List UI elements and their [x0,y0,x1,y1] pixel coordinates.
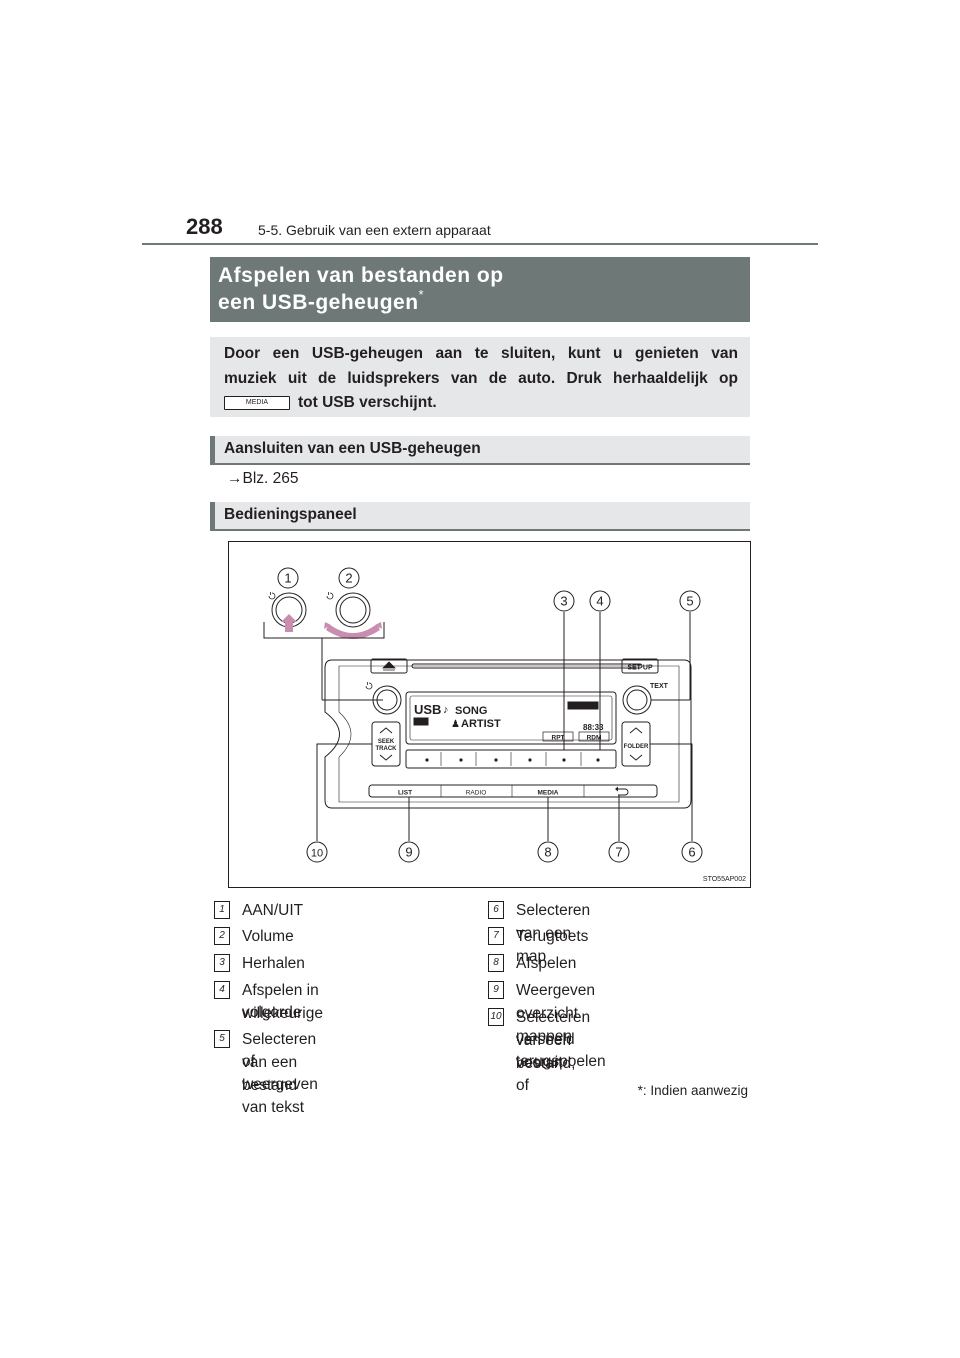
callout-7-text: 7 [615,845,622,860]
display-track-info: 88:33 [583,723,604,732]
legend-number: 6 [488,901,504,919]
page-number: 288 [186,214,223,239]
title-line-1: Afspelen van bestanden op [218,264,504,287]
legend-text: AAN/UIT [242,902,304,919]
legend-number: 10 [488,1008,504,1026]
radio-button-label: RADIO [466,790,487,797]
callout-10-text: 10 [311,848,323,860]
legend-number: 2 [214,927,230,945]
legend-text: Selecteren van een map [516,902,591,965]
callout-9: 9 [398,841,420,863]
callout-8-text: 8 [544,845,551,860]
page-reference: →Blz. 265 [227,470,299,487]
callout-1-text: 1 [284,571,291,586]
callout-2-text: 2 [345,571,352,586]
subheading-bar [210,502,215,529]
svg-text:♟: ♟ [451,719,460,730]
title-line-2: een USB-geheugen* [218,287,424,315]
callout-3: 3 [553,590,575,612]
legend-text: terugspoelen [516,1053,606,1070]
control-panel-illustration: 1 2 SET UP TEXT USB ♪ SONG ♟ ARTIST 88:3… [263,567,703,863]
legend-text: Weergeven overzicht mappen [516,982,595,1045]
legend-number: 4 [214,981,230,999]
subheading-panel-title: Bedieningspaneel [224,506,357,523]
callout-2: 2 [338,567,360,589]
rpt-label: RPT [552,735,565,742]
figure-code: STO55AP002 [702,876,746,883]
legend-text: volgorde [242,1004,302,1021]
legend-number: 9 [488,981,504,999]
media-key-icon: MEDIA [224,396,290,410]
legend-number: 5 [214,1030,230,1048]
list-button-label: LIST [398,790,412,797]
callout-6: 6 [681,841,703,863]
subheading-connect: Aansluiten van een USB-geheugen [210,436,750,465]
legend-text: Afspelen in willekeurige [242,982,323,1022]
section-title: 5-5. Gebruik van een extern apparaat [258,222,491,238]
intro-box: Door een USB-geheugen aan te sluiten, ku… [210,337,750,417]
display-artist: ARTIST [461,718,501,730]
legend-text: versneld vooruit- of [516,1031,575,1094]
volume-knob-detail [324,592,382,639]
header-rule [142,243,818,245]
page-title: Afspelen van bestanden op een USB-geheug… [210,257,750,322]
control-panel-figure: 1 2 SET UP TEXT USB ♪ SONG ♟ ARTIST 88:3… [228,541,751,888]
media-button-label: MEDIA [538,790,559,797]
callout-5-text: 5 [686,594,693,609]
folder-label: FOLDER [624,744,649,750]
callout-9-text: 9 [405,845,412,860]
subheading-panel: Bedieningspaneel [210,502,750,531]
legend-text: Herhalen [242,955,305,972]
footnote: *: Indien aanwezig [637,1083,748,1098]
callout-8: 8 [537,841,559,863]
track-label: TRACK [376,746,398,752]
intro-line-3: tot USB verschijnt. [298,394,437,411]
callout-4-text: 4 [596,594,603,609]
intro-line-2: muziek uit de luidsprekers van de auto. … [224,370,738,387]
title-line-2-text: een USB-geheugen [218,291,419,314]
intro-line-1: Door een USB-geheugen aan te sluiten, ku… [224,345,738,362]
legend-text: of weergeven van tekst [242,1053,318,1116]
optional-mark: * [418,287,425,302]
legend-number: 1 [214,901,230,919]
legend-text: Selecteren van een bestand, [516,1009,591,1072]
callout-3-text: 3 [560,594,567,609]
display-source: USB [414,702,441,717]
rdm-label: RDM [587,735,602,742]
legend-number: 3 [214,954,230,972]
callout-6-text: 6 [688,845,695,860]
legend-number: 7 [488,927,504,945]
svg-text:♪: ♪ [443,704,449,716]
legend-text: Volume [242,928,294,945]
callout-1: 1 [277,567,299,589]
callout-10: 10 [306,841,328,863]
seek-label: SEEK [378,739,395,745]
callout-7: 7 [608,841,630,863]
power-knob-detail [268,592,307,632]
subheading-connect-title: Aansluiten van een USB-geheugen [224,440,481,457]
display-song: SONG [455,705,487,717]
callout-5: 5 [679,590,701,612]
legend-text: Selecteren van een bestand [242,1031,317,1094]
legend-number: 8 [488,954,504,972]
setup-button-label: SET UP [627,665,653,672]
subheading-bar [210,436,215,463]
callout-4: 4 [589,590,611,612]
text-button-label: TEXT [650,683,669,690]
legend-text: Terugtoets [516,928,589,945]
legend-text: Afspelen [516,955,577,972]
